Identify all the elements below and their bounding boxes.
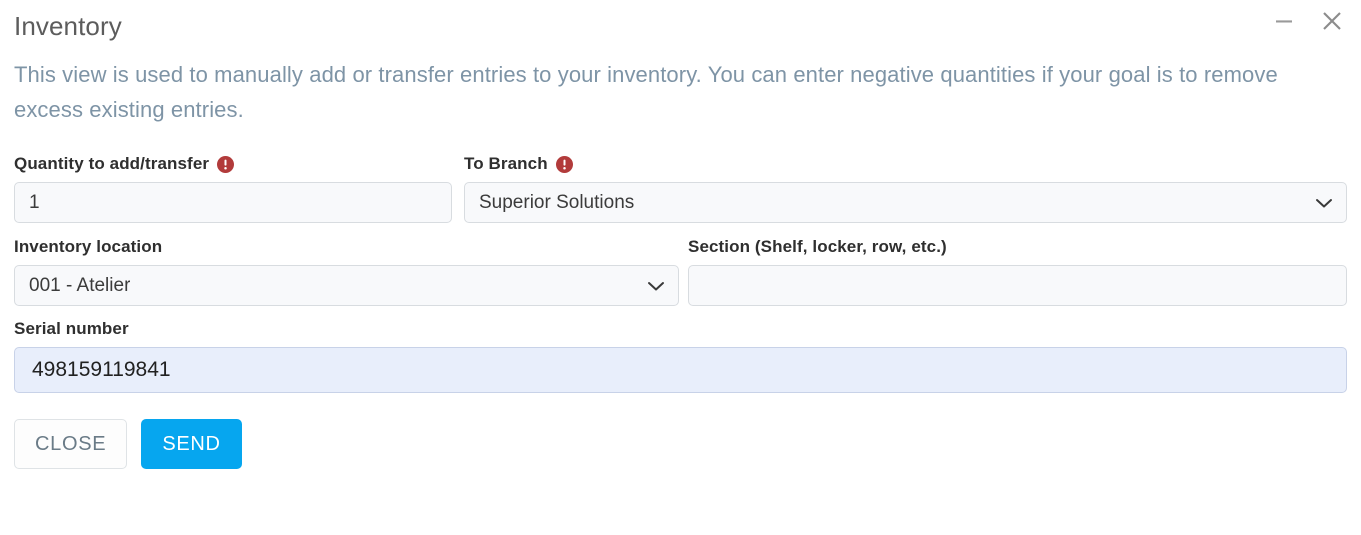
serial-number-label-text: Serial number [14,319,129,338]
inventory-form: Quantity to add/transfer 1 To Branch [14,153,1347,393]
serial-number-label: Serial number [14,318,1347,340]
quantity-input-value: 1 [29,192,40,213]
exclamation-circle-icon [555,155,573,173]
quantity-label-text: Quantity to add/transfer [14,154,210,173]
chevron-down-icon [1315,197,1333,209]
window-controls [1271,8,1345,34]
page-title: Inventory [14,11,122,41]
field-inventory-location: Inventory location 001 - Atelier [14,236,679,306]
dialog-description: This view is used to manually add or tra… [14,62,1278,122]
section-label-text: Section (Shelf, locker, row, etc.) [688,237,947,256]
chevron-down-icon [647,280,665,292]
to-branch-label-text: To Branch [464,154,548,173]
inventory-location-label-text: Inventory location [14,237,163,256]
field-section: Section (Shelf, locker, row, etc.) [688,236,1347,306]
serial-number-input-value: 498159119841 [32,358,171,381]
form-row-quantity-branch: Quantity to add/transfer 1 To Branch [14,153,1347,223]
section-input[interactable] [688,265,1347,306]
section-label: Section (Shelf, locker, row, etc.) [688,236,1347,258]
dialog-header: Inventory [14,0,1347,43]
field-serial-number: Serial number 498159119841 [14,318,1347,393]
send-button[interactable]: SEND [141,419,242,469]
close-button[interactable]: CLOSE [14,419,128,469]
exclamation-circle-icon [217,155,235,173]
inventory-location-select[interactable]: 001 - Atelier [14,265,679,306]
field-quantity: Quantity to add/transfer 1 [14,153,452,223]
quantity-label: Quantity to add/transfer [14,153,452,175]
to-branch-label: To Branch [464,153,1347,175]
quantity-input[interactable]: 1 [14,182,452,223]
to-branch-select[interactable]: Superior Solutions [464,182,1347,223]
form-row-serial: Serial number 498159119841 [14,318,1347,393]
inventory-location-selected-value: 001 - Atelier [29,275,131,296]
form-row-location-section: Inventory location 001 - Atelier Section… [14,236,1347,306]
close-icon[interactable] [1319,8,1345,34]
serial-number-input[interactable]: 498159119841 [14,347,1347,393]
inventory-location-label: Inventory location [14,236,679,258]
to-branch-selected-value: Superior Solutions [479,192,635,213]
field-to-branch: To Branch Superior Solutions [464,153,1347,223]
minimize-icon[interactable] [1271,8,1297,34]
dialog-actions: CLOSE SEND [14,419,1347,469]
